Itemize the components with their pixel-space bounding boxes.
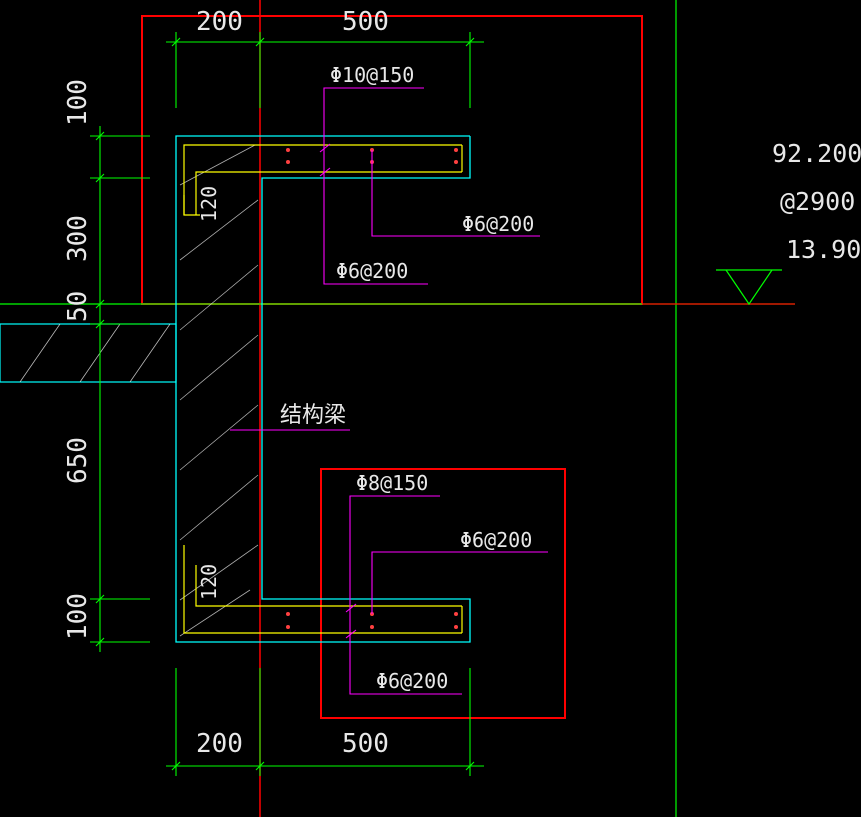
rebar-bottom [183, 545, 463, 634]
rebar-label-top-dist-right: Φ6@200 [462, 212, 534, 236]
elevation-line2: @2900 [780, 187, 855, 216]
dim-lines-top [166, 32, 484, 108]
rebar-label-top-dist-left: Φ6@200 [336, 259, 408, 283]
thickness-label-bottom: 120 [197, 564, 221, 600]
rebar-top [183, 144, 463, 216]
dim-bottom-500: 500 [342, 729, 389, 759]
thickness-label-top: 120 [197, 186, 221, 222]
leader-lines [230, 87, 548, 695]
dim-bottom-200: 200 [196, 729, 243, 759]
rebar-label-top-main: Φ10@150 [330, 63, 414, 87]
dim-top-500: 500 [342, 7, 389, 37]
rebar-label-bottom-dist-top: Φ6@200 [460, 528, 532, 552]
elevation-marker-icon [716, 269, 782, 306]
rebar-bottom-dots [286, 612, 458, 629]
dim-left-650: 650 [63, 437, 93, 484]
concrete-hatch [179, 144, 259, 637]
dim-top-200: 200 [196, 7, 243, 37]
rebar-label-bottom-main: Φ8@150 [356, 471, 428, 495]
elevation-line1: 92.200 [772, 139, 861, 168]
highlight-box-bottom [320, 468, 566, 719]
dim-left-300: 300 [63, 215, 93, 262]
dim-left-100-bottom: 100 [63, 593, 93, 640]
dim-lines-left [90, 126, 150, 652]
floor-slab [0, 323, 177, 383]
beam-outline [175, 135, 471, 643]
dim-left-100-top: 100 [63, 79, 93, 126]
dim-lines-bottom [166, 668, 484, 776]
rebar-label-bottom-dist-bottom: Φ6@200 [376, 669, 448, 693]
elevation-line3: 13.900 [786, 235, 861, 264]
rebar-top-dots [286, 148, 458, 164]
dim-left-50: 50 [63, 291, 93, 322]
beam-label: 结构梁 [280, 403, 346, 428]
